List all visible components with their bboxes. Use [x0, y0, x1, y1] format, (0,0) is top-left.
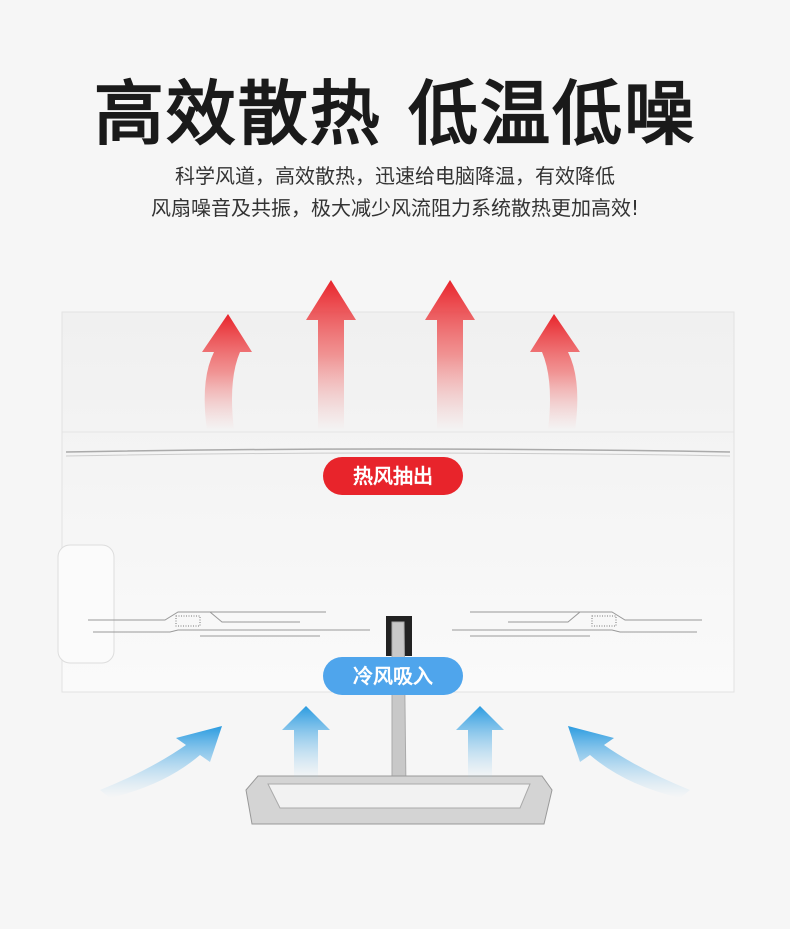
cold-air-arrows: [100, 706, 690, 798]
subtitle-line-2: 风扇噪音及共振，极大减少风流阻力系统散热更加高效!: [150, 196, 640, 220]
stand-neck: [391, 621, 407, 791]
side-bump: [57, 544, 115, 664]
hot-air-arrows: [202, 280, 580, 430]
hot-air-out-badge: 热风抽出: [323, 457, 463, 495]
subtitle-line-1: 科学风道，高效散热，迅速给电脑降温，有效降低: [175, 164, 615, 188]
cold-air-in-badge: 冷风吸入: [323, 657, 463, 695]
headline: 高效散热 低温低噪: [93, 73, 697, 155]
